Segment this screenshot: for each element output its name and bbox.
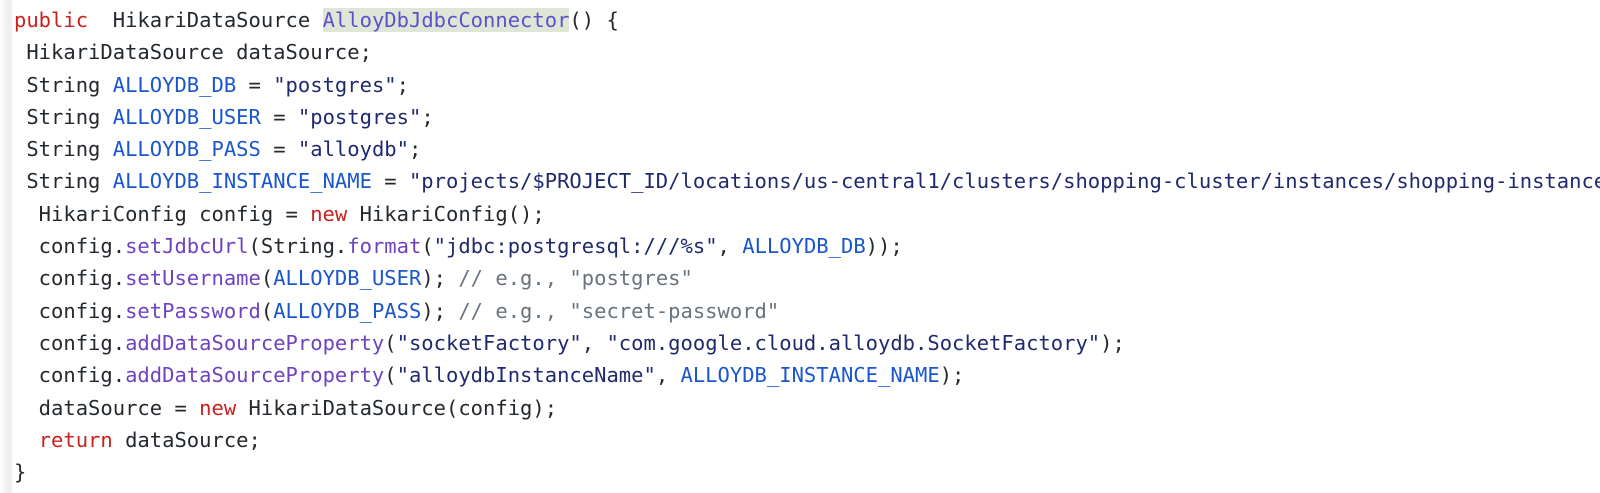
code-token-punct: ; bbox=[421, 104, 434, 129]
code-token-punct: ; bbox=[408, 137, 422, 162]
code-token-str: "jdbc:postgresql:///%s" bbox=[433, 234, 718, 259]
code-line[interactable]: return dataSource; bbox=[0, 424, 1600, 456]
code-line[interactable]: config.setPassword(ALLOYDB_PASS); // e.g… bbox=[0, 295, 1600, 327]
code-token-punct: ( bbox=[384, 330, 397, 355]
code-token-punct: () { bbox=[569, 8, 619, 32]
code-line[interactable]: String ALLOYDB_DB = "postgres"; bbox=[0, 69, 1600, 101]
code-token-type: config. bbox=[14, 234, 126, 259]
code-token-punct: ); bbox=[1100, 330, 1125, 355]
code-token-method: addDataSourceProperty bbox=[125, 363, 385, 388]
code-token-punct: ( bbox=[260, 266, 274, 291]
code-line[interactable]: dataSource = new HikariDataSource(config… bbox=[0, 392, 1600, 424]
code-token-const: ALLOYDB_PASS bbox=[273, 298, 422, 323]
code-token-const: ALLOYDB_INSTANCE_NAME bbox=[680, 363, 940, 388]
code-token-punct: = bbox=[260, 104, 298, 129]
code-token-punct: = bbox=[236, 72, 274, 97]
code-token-punct: ( bbox=[384, 363, 397, 388]
code-line[interactable]: } bbox=[0, 456, 1600, 488]
code-token-kw: return bbox=[38, 427, 113, 452]
code-token-type: config. bbox=[14, 363, 126, 388]
code-line[interactable]: HikariDataSource dataSource; bbox=[0, 36, 1600, 68]
code-token-type: String bbox=[14, 72, 113, 97]
code-token-comment: // e.g., "secret-password" bbox=[458, 298, 780, 323]
code-token-type: HikariDataSource bbox=[112, 8, 323, 32]
code-token-str: "socketFactory" bbox=[396, 330, 582, 355]
code-token-const: ALLOYDB_DB bbox=[112, 72, 237, 97]
code-token-punct: = bbox=[371, 169, 409, 194]
code-token-str: "com.google.cloud.alloydb.SocketFactory" bbox=[606, 330, 1101, 355]
code-token-type: config. bbox=[14, 330, 126, 355]
code-token-kw: public bbox=[14, 8, 89, 32]
code-token-punct: ( bbox=[260, 298, 274, 323]
code-token-type: dataSource = bbox=[14, 395, 200, 420]
code-line[interactable]: String ALLOYDB_USER = "postgres"; bbox=[0, 101, 1600, 133]
code-token-method: setJdbcUrl bbox=[125, 234, 249, 259]
code-line[interactable]: HikariConfig config = new HikariConfig()… bbox=[0, 198, 1600, 230]
code-token-str: "postgres" bbox=[273, 72, 397, 97]
code-lines-container[interactable]: public HikariDataSource AlloyDbJdbcConne… bbox=[0, 4, 1600, 488]
code-token-type: HikariConfig config = bbox=[14, 201, 311, 226]
code-line[interactable]: String ALLOYDB_PASS = "alloydb"; bbox=[0, 133, 1600, 165]
code-token-type: String bbox=[14, 104, 113, 129]
code-token-punct: , bbox=[717, 234, 743, 259]
code-token-type: config. bbox=[14, 298, 126, 323]
code-token-punct: (String. bbox=[248, 234, 348, 259]
code-line[interactable]: String ALLOYDB_INSTANCE_NAME = "projects… bbox=[0, 165, 1600, 197]
code-token-method: setPassword bbox=[125, 298, 261, 323]
code-line[interactable]: config.setUsername(ALLOYDB_USER); // e.g… bbox=[0, 262, 1600, 294]
code-line[interactable]: config.addDataSourceProperty("alloydbIns… bbox=[0, 359, 1600, 391]
code-line[interactable]: public HikariDataSource AlloyDbJdbcConne… bbox=[0, 4, 1600, 36]
code-token-const: ALLOYDB_USER bbox=[273, 266, 422, 291]
code-token-decl-name: AlloyDbJdbcConnector bbox=[322, 8, 570, 32]
code-token-method: addDataSourceProperty bbox=[125, 330, 385, 355]
code-token-type: dataSource; bbox=[112, 427, 261, 452]
code-token-type: String bbox=[14, 137, 113, 162]
code-token-punct: ( bbox=[421, 234, 434, 259]
code-token-const: ALLOYDB_DB bbox=[742, 234, 866, 259]
code-token-type: String bbox=[14, 169, 113, 194]
code-token-punct: , bbox=[655, 363, 681, 388]
code-token-str: "postgres" bbox=[297, 104, 422, 129]
code-token-kw: new bbox=[199, 395, 237, 420]
code-token-method: setUsername bbox=[125, 266, 261, 291]
code-token-type: config. bbox=[14, 266, 126, 291]
code-token-kw: new bbox=[310, 201, 348, 226]
code-token-punct bbox=[88, 8, 113, 32]
code-token-type: HikariDataSource(config); bbox=[236, 395, 558, 420]
code-token-punct: ; bbox=[396, 72, 409, 97]
code-token-punct: ); bbox=[421, 266, 459, 291]
code-token-str: "alloydbInstanceName" bbox=[396, 363, 656, 388]
code-token-str: "alloydb" bbox=[297, 137, 409, 162]
code-token-const: ALLOYDB_PASS bbox=[112, 137, 261, 162]
code-line[interactable]: config.setJdbcUrl(String.format("jdbc:po… bbox=[0, 230, 1600, 262]
code-token-punct: )); bbox=[865, 234, 903, 259]
code-token-type: HikariConfig(); bbox=[347, 201, 545, 226]
code-token-type: HikariDataSource dataSource; bbox=[14, 40, 372, 65]
code-token-const: ALLOYDB_INSTANCE_NAME bbox=[112, 169, 372, 194]
code-token-punct: , bbox=[581, 330, 607, 355]
code-line[interactable]: config.addDataSourceProperty("socketFact… bbox=[0, 327, 1600, 359]
code-token-punct: ); bbox=[939, 363, 965, 388]
code-token-punct: ); bbox=[421, 298, 459, 323]
code-token-punct: = bbox=[260, 137, 298, 162]
code-token-str: "projects/$PROJECT_ID/locations/us-centr… bbox=[408, 169, 1600, 194]
code-token-punct bbox=[14, 428, 39, 452]
code-token-punct: } bbox=[14, 460, 27, 485]
code-token-method: format bbox=[347, 234, 422, 259]
code-token-comment: // e.g., "postgres" bbox=[458, 266, 693, 291]
code-token-const: ALLOYDB_USER bbox=[112, 104, 261, 129]
